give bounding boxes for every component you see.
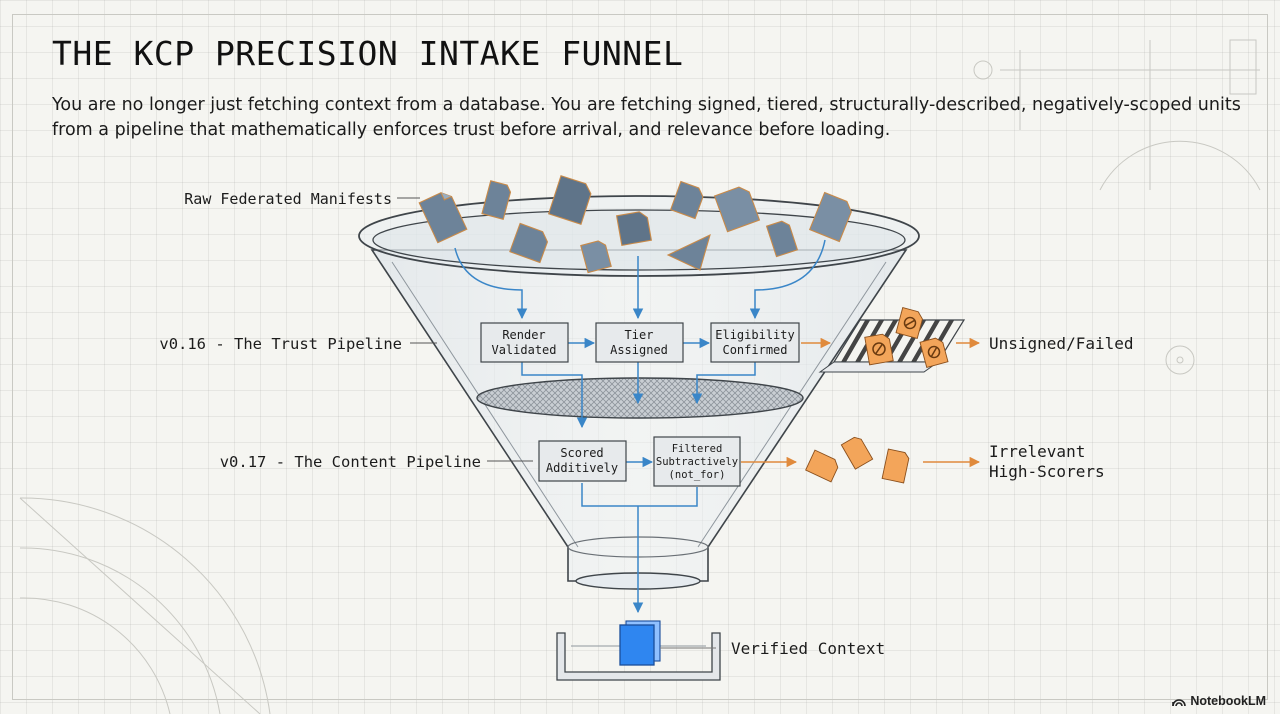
- scored-additively-box: Scored Additively: [538, 440, 627, 482]
- doc-icon: [765, 220, 799, 258]
- doc-icon: [805, 449, 839, 483]
- svg-text:Eligibility: Eligibility: [715, 328, 794, 342]
- svg-text:Scored: Scored: [560, 446, 603, 460]
- svg-text:Render: Render: [502, 328, 545, 342]
- blocked-doc-icon: [895, 307, 923, 339]
- page-subtitle: You are no longer just fetching context …: [52, 95, 1241, 140]
- svg-text:Assigned: Assigned: [610, 343, 668, 357]
- blocked-doc-icon: [919, 337, 949, 368]
- doc-icon: [666, 233, 711, 271]
- irrelevant-label: Irrelevant: [989, 442, 1085, 461]
- svg-text:Confirmed: Confirmed: [722, 343, 787, 357]
- brand-label: NotebookLM: [1190, 694, 1266, 708]
- background-decoration: [19, 39, 1261, 714]
- doc-icon: [669, 180, 704, 220]
- doc-icon: [509, 222, 549, 264]
- rejected-docs-unsigned: [864, 307, 949, 368]
- svg-text:Validated: Validated: [491, 343, 556, 357]
- tier-assigned-box: Tier Assigned: [595, 322, 684, 363]
- doc-icon: [713, 186, 761, 233]
- notebooklm-logo-icon: [1172, 698, 1187, 706]
- page-title: THE KCP PRECISION INTAKE FUNNEL: [52, 34, 684, 73]
- doc-icon: [808, 191, 852, 243]
- svg-text:Subtractively: Subtractively: [656, 456, 738, 468]
- doc-icon: [881, 448, 910, 484]
- svg-text:Additively: Additively: [546, 461, 618, 475]
- unsigned-failed-label: Unsigned/Failed: [989, 334, 1134, 353]
- doc-icon: [840, 436, 874, 470]
- svg-text:(not_for): (not_for): [669, 469, 726, 481]
- flow-lines: [454, 239, 826, 614]
- trust-pipeline-label: v0.16 - The Trust Pipeline: [159, 335, 402, 353]
- doc-icon: [418, 192, 468, 244]
- doc-icon: [615, 211, 653, 247]
- doc-icon: [580, 240, 612, 274]
- blocked-doc-icon: [864, 333, 894, 366]
- render-validated-box: Render Validated: [480, 322, 569, 363]
- svg-text:Tier: Tier: [625, 328, 654, 342]
- raw-manifests-label: Raw Federated Manifests: [184, 190, 392, 208]
- raw-manifest-docs: [418, 175, 852, 274]
- funnel: [358, 195, 920, 590]
- rejected-docs-irrelevant: [805, 436, 910, 484]
- notebooklm-brand: NotebookLM: [1172, 694, 1266, 708]
- eligibility-confirmed-box: Eligibility Confirmed: [710, 322, 800, 363]
- high-scorers-label: High-Scorers: [989, 462, 1105, 481]
- doc-icon: [481, 180, 512, 220]
- trust-filter-mesh: [476, 377, 804, 419]
- svg-text:Filtered: Filtered: [672, 443, 723, 455]
- filtered-subtractively-box: Filtered Subtractively (not_for): [653, 436, 741, 487]
- verified-context-cube: [619, 620, 661, 666]
- verified-context-label: Verified Context: [731, 639, 885, 658]
- doc-icon: [547, 175, 592, 225]
- content-pipeline-label: v0.17 - The Content Pipeline: [220, 453, 481, 471]
- leader-lines: [397, 197, 716, 649]
